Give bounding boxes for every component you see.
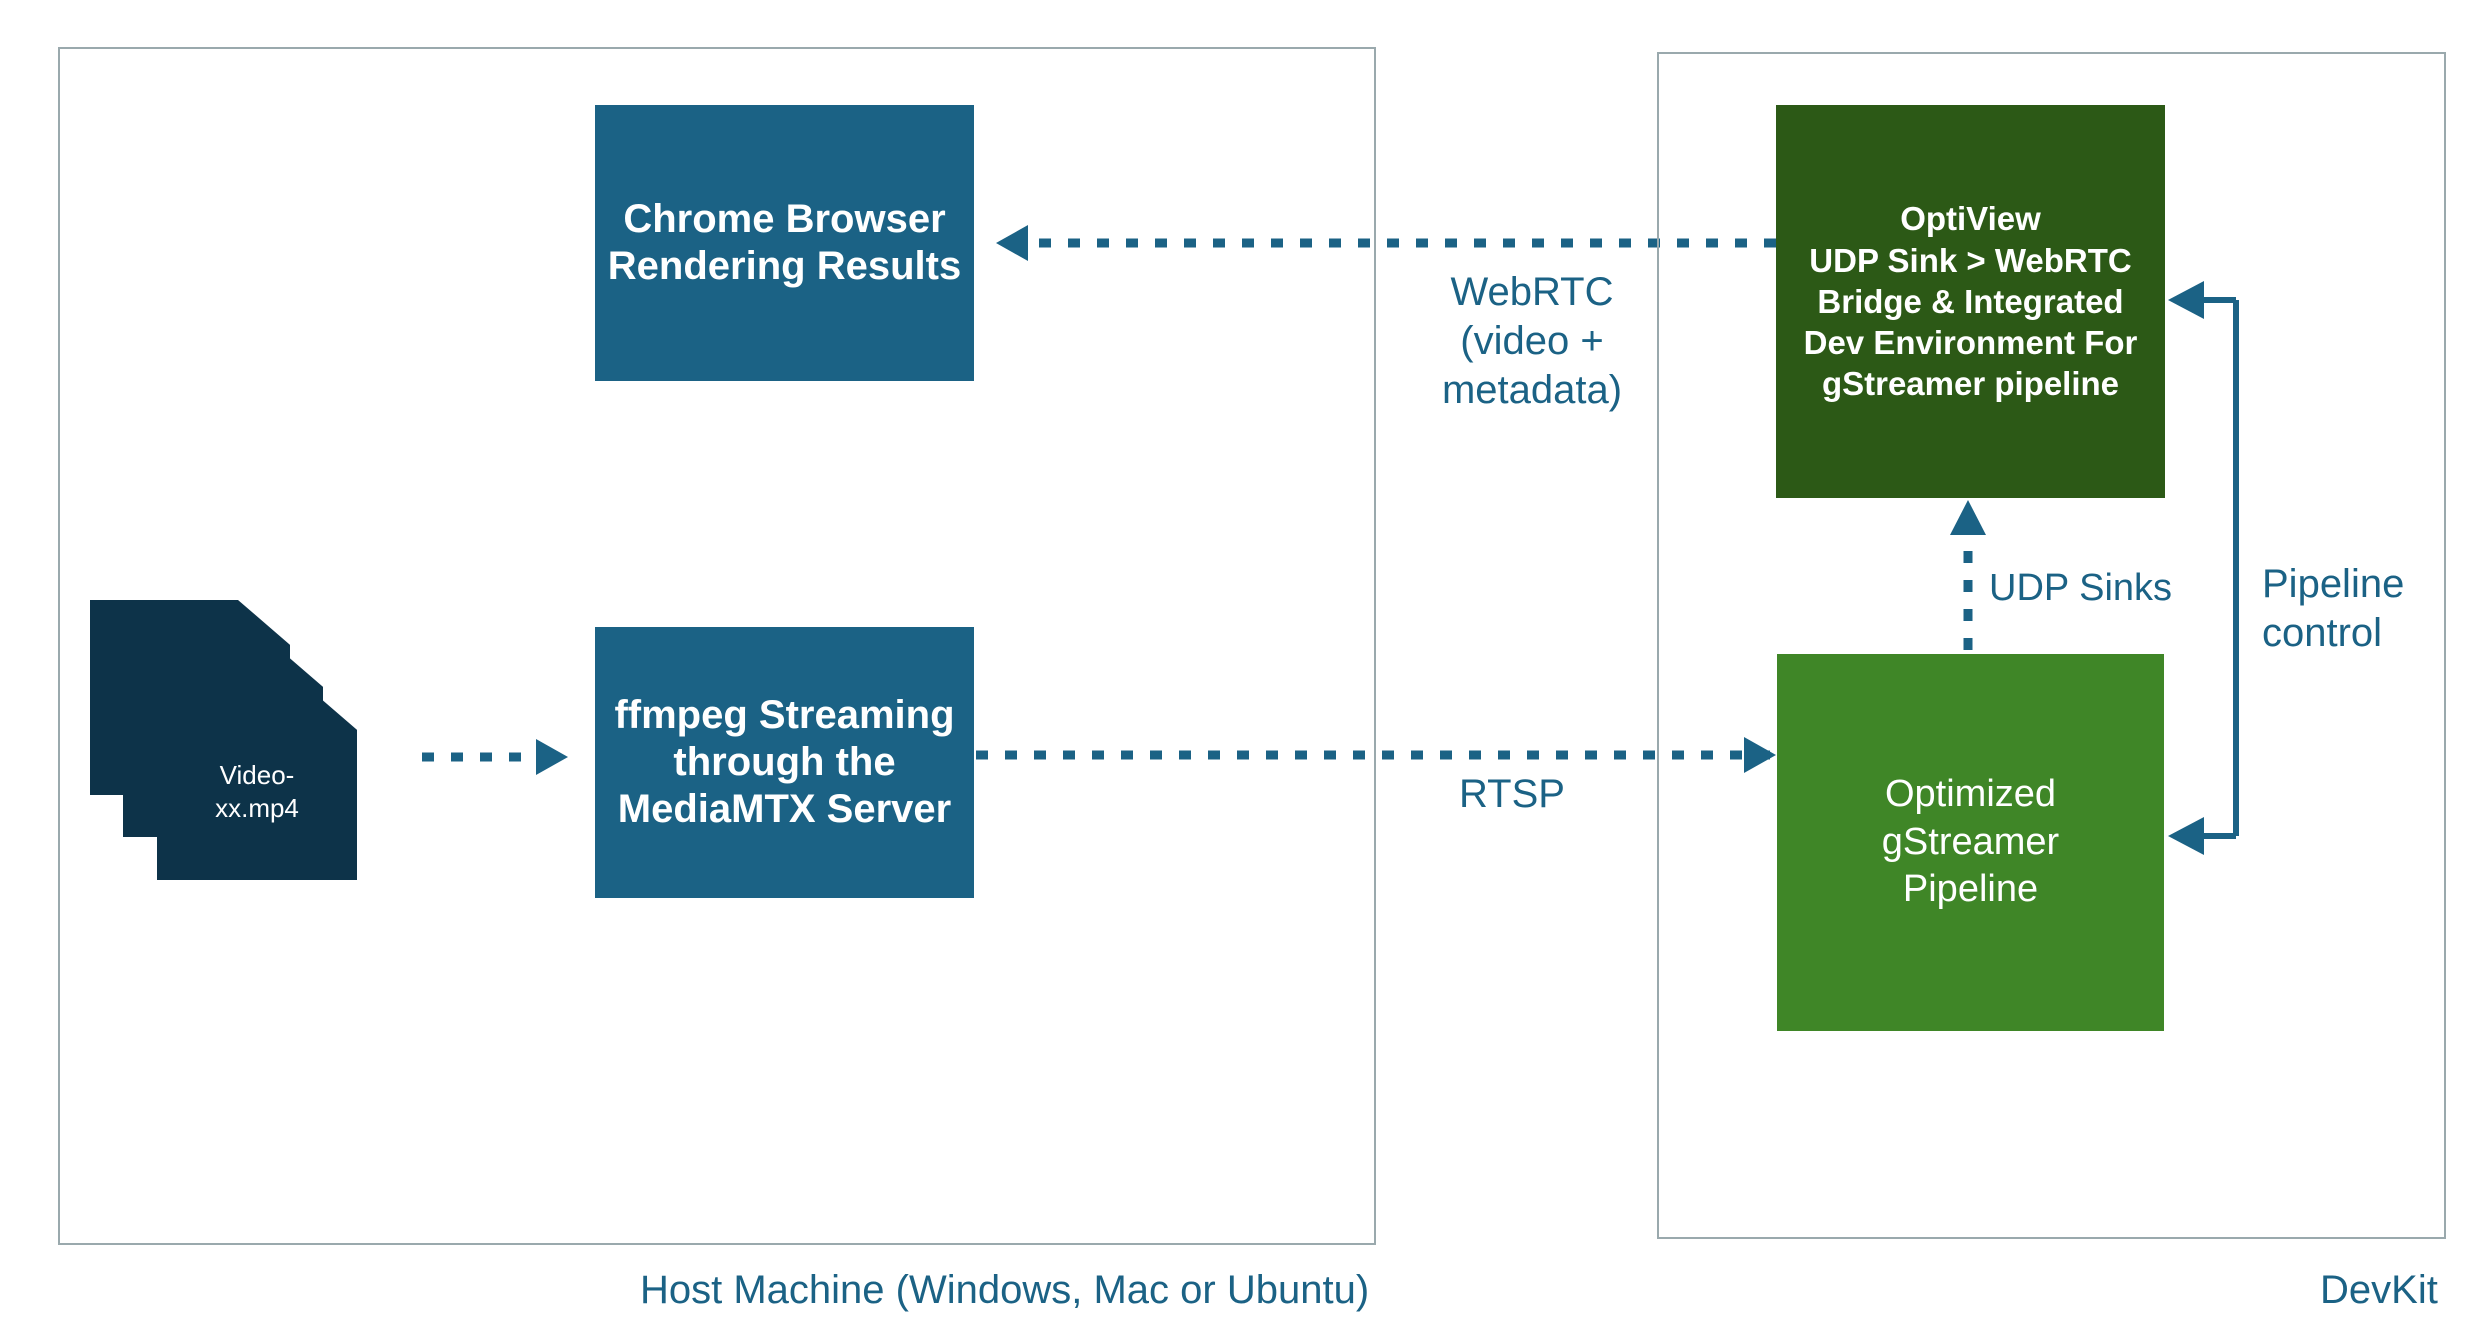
edge-label-udp-sinks: UDP Sinks [1989, 567, 2173, 609]
video-file-label: Video- xx.mp4 [215, 760, 299, 823]
video-file-card-front[interactable]: Video- xx.mp4 [157, 685, 357, 880]
node-ffmpeg-mediamtx[interactable]: ffmpeg Streaming through the MediaMTX Se… [595, 627, 974, 898]
edge-label-webrtc: WebRTC (video + metadata) [1441, 270, 1623, 412]
panel-devkit [1657, 52, 2446, 1239]
node-optiview[interactable]: OptiView UDP Sink > WebRTC Bridge & Inte… [1776, 105, 2165, 498]
node-chrome-browser[interactable]: Chrome Browser Rendering Results [595, 105, 974, 381]
panel-host-machine [58, 47, 1376, 1245]
node-chrome-browser-label: Chrome Browser Rendering Results [607, 196, 962, 288]
panel-caption-host-machine: Host Machine (Windows, Mac or Ubuntu) [640, 1268, 1370, 1312]
edge-label-pipeline-control: Pipeline control [2262, 562, 2405, 655]
node-optimized-gstreamer-pipeline[interactable]: Optimized gStreamer Pipeline [1777, 654, 2164, 1031]
node-optiview-label: OptiView UDP Sink > WebRTC Bridge & Inte… [1803, 200, 2138, 403]
node-video-file-stack[interactable]: Video- xx.mp4 [90, 600, 430, 920]
node-ffmpeg-mediamtx-label: ffmpeg Streaming through the MediaMTX Se… [614, 692, 955, 832]
edge-label-rtsp: RTSP [1459, 772, 1565, 816]
node-optimized-gstreamer-pipeline-label: Optimized gStreamer Pipeline [1881, 773, 2060, 911]
panel-caption-devkit: DevKit [2320, 1268, 2438, 1312]
